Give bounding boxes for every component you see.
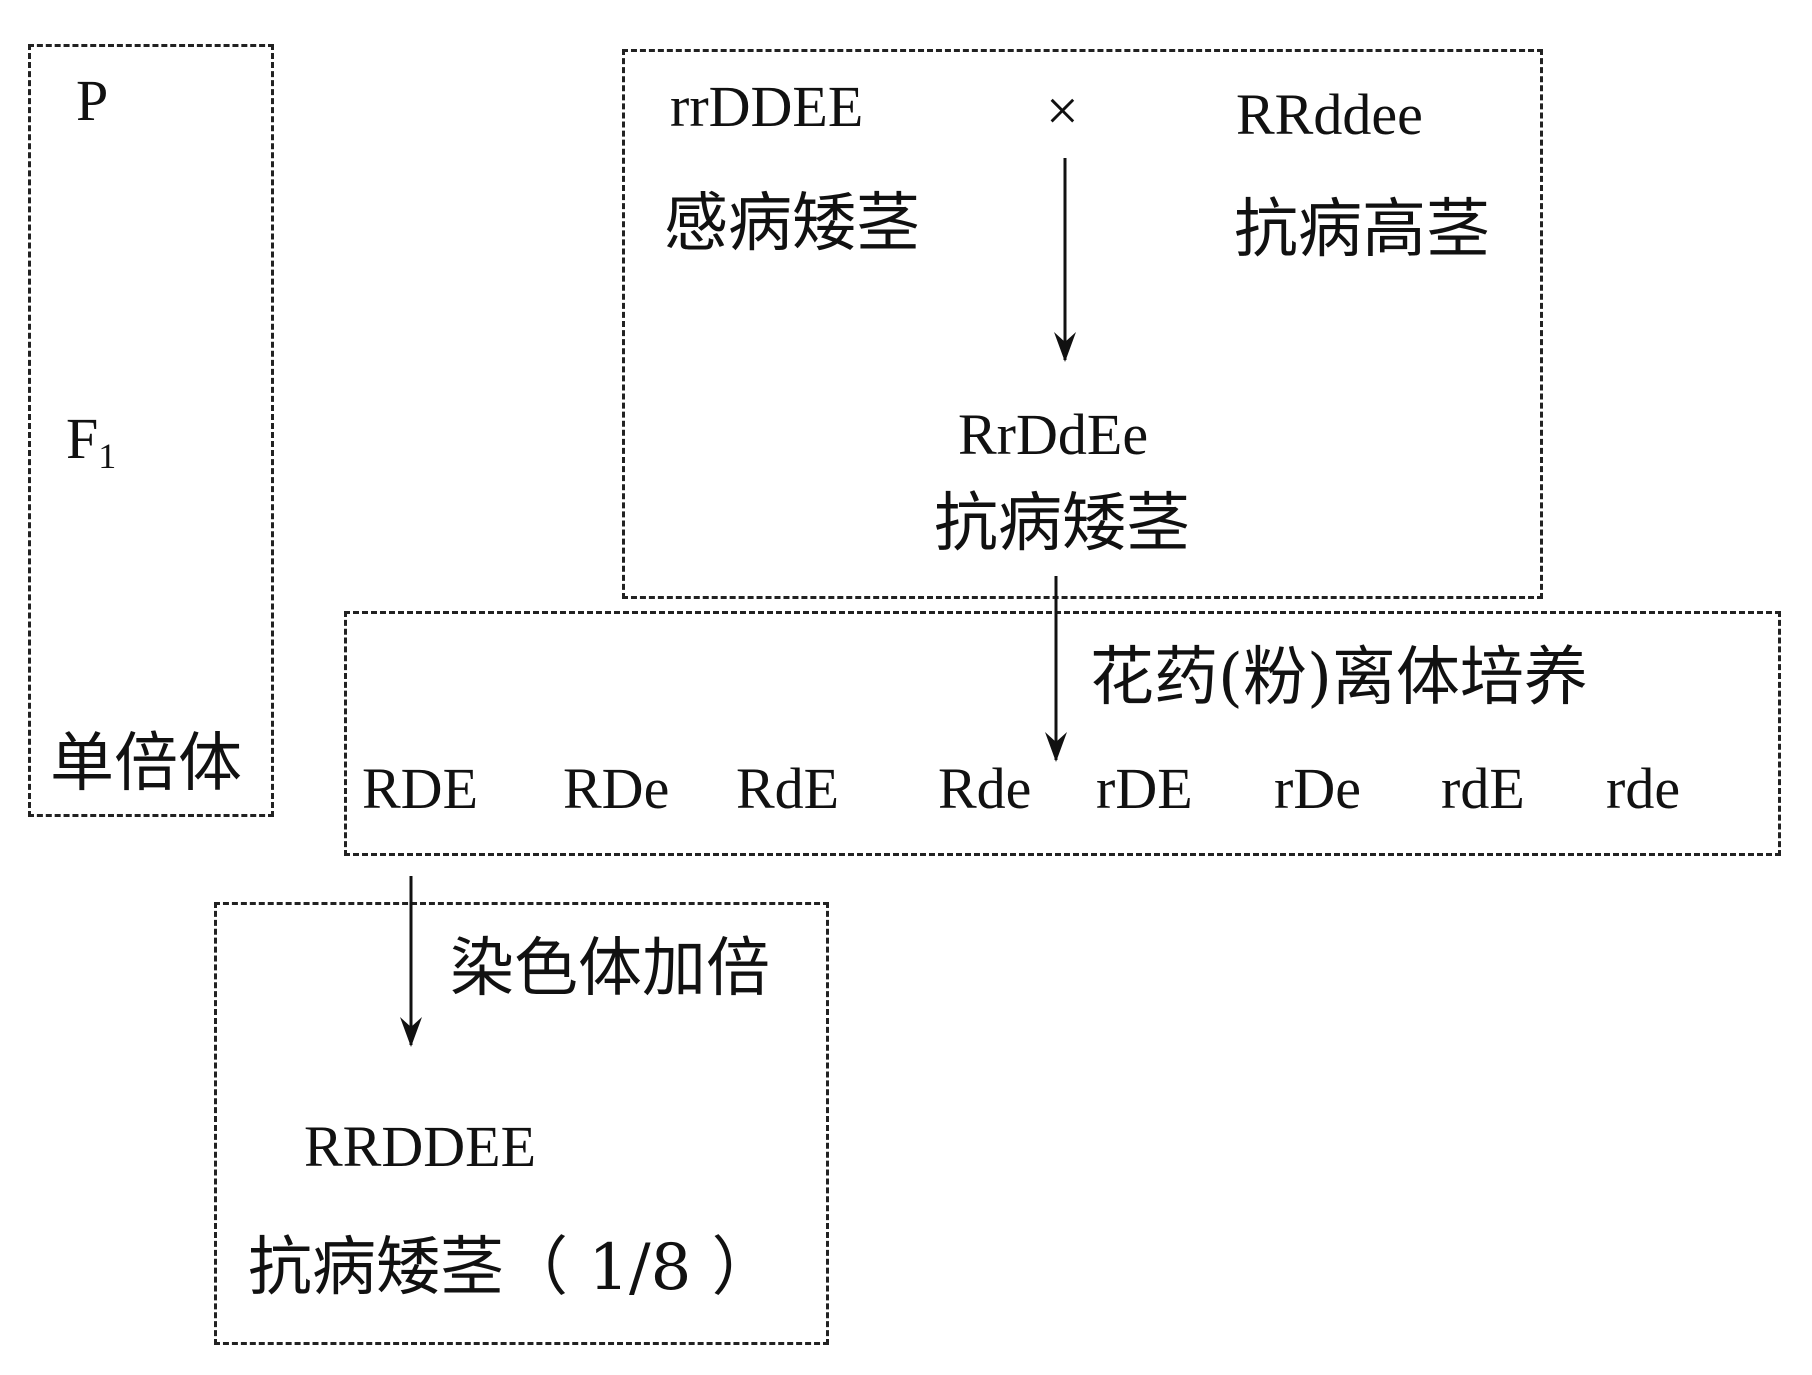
f1-to-gametes-arrowhead xyxy=(1045,732,1067,762)
chromosome-doubling-label: 染色体加倍 xyxy=(450,932,770,1006)
gamete-7: rdE xyxy=(1441,756,1525,821)
generation-haploid-label: 单倍体 xyxy=(50,727,242,801)
gamete-8: rde xyxy=(1606,756,1681,821)
cross-symbol: × xyxy=(1046,78,1079,143)
generation-f1-subscript: 1 xyxy=(98,436,117,476)
parent-left-phenotype: 感病矮茎 xyxy=(664,187,920,261)
anther-culture-box xyxy=(344,611,1781,856)
gamete-6: rDe xyxy=(1274,756,1361,821)
parent-right-genotype: RRddee xyxy=(1236,82,1423,147)
generation-f1-label: F1 xyxy=(66,410,116,475)
gamete-3: RdE xyxy=(736,756,840,821)
f1-genotype: RrDdEe xyxy=(958,402,1149,467)
cross-to-f1-arrowhead xyxy=(1054,332,1076,362)
doubled-genotype: RRDDEE xyxy=(304,1114,536,1179)
parent-cross-box xyxy=(622,49,1543,599)
parent-right-phenotype: 抗病高茎 xyxy=(1234,193,1490,267)
generation-p-label: P xyxy=(76,68,109,133)
generation-f1-text: F xyxy=(66,406,99,471)
f1-phenotype: 抗病矮茎 xyxy=(934,487,1190,561)
generation-column-box xyxy=(28,44,274,817)
gamete-5: rDE xyxy=(1096,756,1193,821)
anther-culture-label: 花药(粉)离体培养 xyxy=(1090,641,1588,715)
doubled-phenotype: 抗病矮茎（ 1/8 ） xyxy=(248,1231,776,1305)
gamete-1: RDE xyxy=(362,756,478,821)
gametes-to-doubled-arrowhead xyxy=(400,1017,422,1047)
gamete-2: RDe xyxy=(563,756,670,821)
chromosome-doubling-box xyxy=(214,902,829,1345)
parent-left-genotype: rrDDEE xyxy=(670,74,864,139)
gamete-4: Rde xyxy=(938,756,1032,821)
